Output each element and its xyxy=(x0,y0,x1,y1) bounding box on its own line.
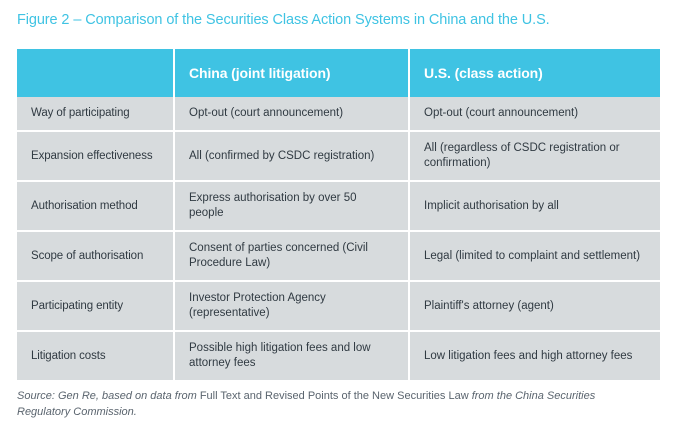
source-prefix: Source: Gen Re, based on data from xyxy=(17,390,200,402)
source-note: Source: Gen Re, based on data from Full … xyxy=(17,388,645,420)
row-china-value: Possible high litigation fees and low at… xyxy=(175,332,410,380)
table-row: Litigation costs Possible high litigatio… xyxy=(17,332,660,380)
table-row: Participating entity Investor Protection… xyxy=(17,282,660,332)
row-china-value: Investor Protection Agency (representati… xyxy=(175,282,410,332)
table-row: Scope of authorisation Consent of partie… xyxy=(17,232,660,282)
row-china-value: Express authorisation by over 50 people xyxy=(175,182,410,232)
source-suffix: from the China Securities Regulatory Com… xyxy=(17,390,596,418)
header-cell-blank xyxy=(17,49,175,97)
comparison-table: China (joint litigation) U.S. (class act… xyxy=(17,49,660,380)
row-us-value: Low litigation fees and high attorney fe… xyxy=(410,332,660,380)
row-china-value: Consent of parties concerned (Civil Proc… xyxy=(175,232,410,282)
header-cell-us: U.S. (class action) xyxy=(410,49,660,97)
row-label: Scope of authorisation xyxy=(17,232,175,282)
table-row: Expansion effectiveness All (confirmed b… xyxy=(17,132,660,182)
row-us-value: Opt-out (court announcement) xyxy=(410,97,660,132)
figure-title: Figure 2 – Comparison of the Securities … xyxy=(17,12,550,28)
row-label: Participating entity xyxy=(17,282,175,332)
row-label: Authorisation method xyxy=(17,182,175,232)
row-us-value: Implicit authorisation by all xyxy=(410,182,660,232)
header-cell-china: China (joint litigation) xyxy=(175,49,410,97)
row-label: Way of participating xyxy=(17,97,175,132)
row-label: Expansion effectiveness xyxy=(17,132,175,182)
table-row: Authorisation method Express authorisati… xyxy=(17,182,660,232)
row-us-value: Plaintiff's attorney (agent) xyxy=(410,282,660,332)
row-us-value: Legal (limited to complaint and settleme… xyxy=(410,232,660,282)
row-us-value: All (regardless of CSDC registration or … xyxy=(410,132,660,182)
table-header-row: China (joint litigation) U.S. (class act… xyxy=(17,49,660,97)
row-china-value: All (confirmed by CSDC registration) xyxy=(175,132,410,182)
table-row: Way of participating Opt-out (court anno… xyxy=(17,97,660,132)
row-china-value: Opt-out (court announcement) xyxy=(175,97,410,132)
source-document-title: Full Text and Revised Points of the New … xyxy=(199,390,469,402)
row-label: Litigation costs xyxy=(17,332,175,380)
